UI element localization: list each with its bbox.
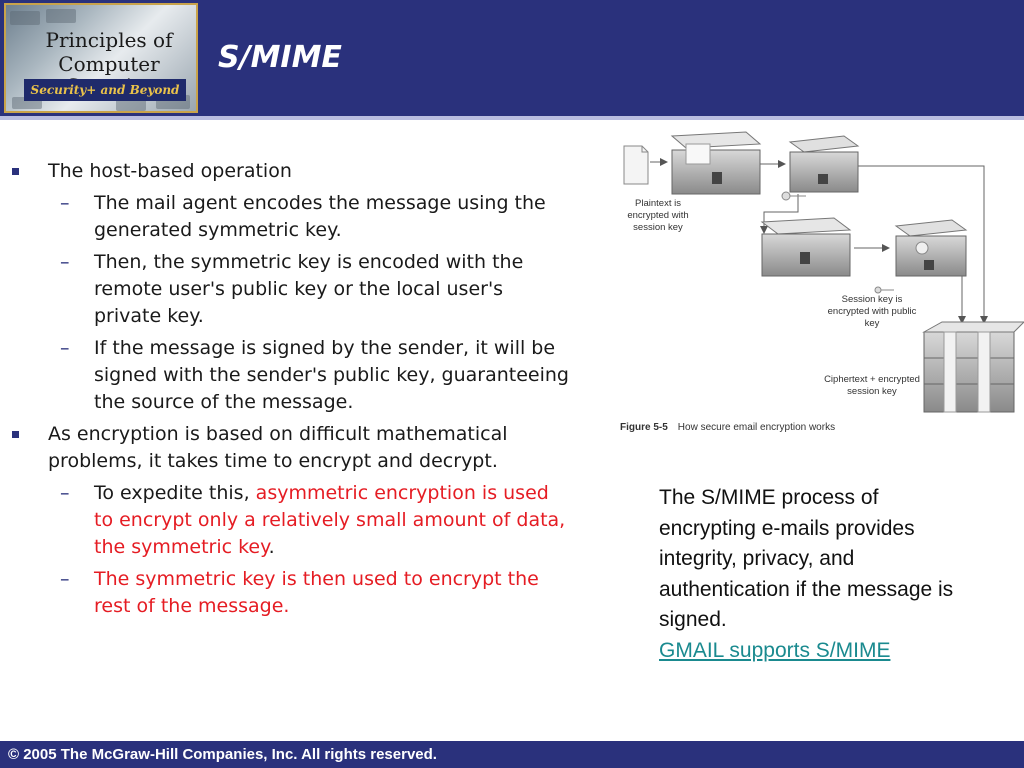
figure-label-session-key: Session key is encrypted with public key [827,294,917,329]
bullet-prefix: To expedite this, [94,482,256,504]
bullet-level2: – The mail agent encodes the message usi… [12,190,572,244]
header-divider [0,116,1024,120]
slide-title: S/MIME [218,40,342,75]
ciphertext-package-icon [922,321,1024,413]
square-bullet-icon [12,168,19,175]
encryption-diagram [623,131,1024,413]
dash-bullet-icon: – [60,482,70,504]
figure-label-ciphertext: Ciphertext + encrypted session key [824,374,920,397]
side-note: The S/MIME process of encrypting e-mails… [659,483,959,666]
session-key-icon [781,191,806,201]
figure-number: Figure 5-5 [620,422,668,433]
dash-bullet-icon: – [60,251,70,273]
bullet-text: Then, the symmetric key is encoded with … [94,251,524,327]
bullet-level2: – To expedite this, asymmetric encryptio… [12,480,572,561]
dash-bullet-icon: – [60,337,70,359]
bullet-level1: The host-based operation [12,158,572,185]
footer-bar: © 2005 The McGraw-Hill Companies, Inc. A… [0,741,1024,768]
locked-box-icon [894,219,968,277]
open-lockbox-icon [760,217,852,277]
book-logo: Principles of Computer Security Security… [4,3,198,113]
figure-caption: Figure 5-5 How secure email encryption wo… [620,422,835,433]
bullet-suffix: . [268,536,275,558]
document-icon [623,145,649,185]
locked-box-icon [788,135,860,193]
copyright-text: © 2005 The McGraw-Hill Companies, Inc. A… [8,746,437,763]
square-bullet-icon [12,431,19,438]
bullet-text: To expedite this, asymmetric encryption … [94,482,565,558]
encryption-figure: Plaintext is encrypted with session key … [612,122,1024,442]
side-note-text: The S/MIME process of encrypting e-mails… [659,486,954,631]
logo-title-line1: Principles of [45,28,173,52]
highlighted-text: The symmetric key is then used to encryp… [94,568,539,617]
figure-label-plaintext: Plaintext is encrypted with session key [627,198,689,233]
bullet-level2: – Then, the symmetric key is encoded wit… [12,249,572,330]
header-bar: Principles of Computer Security Security… [0,0,1024,116]
bullet-level2: – The symmetric key is then used to encr… [12,566,572,620]
highlighted-text: asymmetric encryption is used to encrypt… [94,482,566,558]
open-lockbox-icon [670,131,762,195]
logo-tagline: Security+ and Beyond [24,79,186,101]
bullet-level2: – If the message is signed by the sender… [12,335,572,416]
bullet-text: The host-based operation [48,160,292,182]
bullet-text: As encryption is based on difficult math… [48,423,508,472]
figure-caption-text: How secure email encryption works [677,422,836,433]
dash-bullet-icon: – [60,192,70,214]
bullet-level1: As encryption is based on difficult math… [12,421,572,475]
dash-bullet-icon: – [60,568,70,590]
public-key-icon [874,286,894,294]
bullet-text: The mail agent encodes the message using… [94,192,546,241]
slide-body: The host-based operation – The mail agen… [12,158,572,625]
gmail-smime-link[interactable]: GMAIL supports S/MIME [659,638,891,662]
bullet-text: If the message is signed by the sender, … [94,337,569,413]
